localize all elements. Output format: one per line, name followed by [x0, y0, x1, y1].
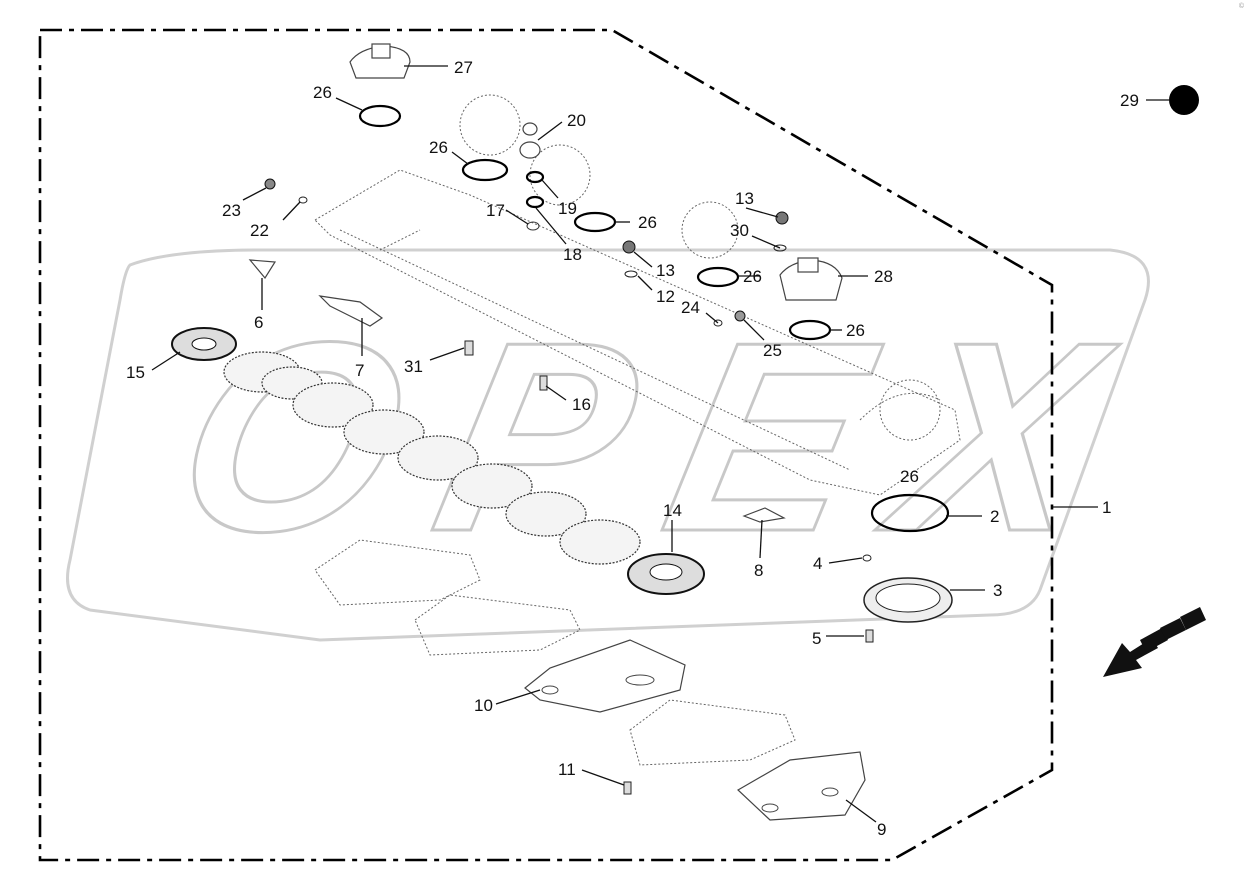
callout-29: 29 [1120, 91, 1139, 110]
small-parts [248, 104, 953, 795]
callout-2: 2 [990, 507, 999, 526]
callout-28: 28 [874, 267, 893, 286]
callout-13b: 13 [735, 189, 754, 208]
callout-4: 4 [813, 554, 822, 573]
watermark-logo: OPEX [66, 248, 1150, 642]
callout-31: 31 [404, 357, 423, 376]
callout-20: 20 [567, 111, 586, 130]
callout-23: 23 [222, 201, 241, 220]
callout-10: 10 [474, 696, 493, 715]
gear-train [171, 327, 705, 595]
callout-12: 12 [656, 287, 675, 306]
assembly-boundary [38, 28, 1054, 862]
callout-14: 14 [663, 501, 682, 520]
callout-1: 1 [1102, 498, 1111, 517]
watermark-text: OPEX [155, 286, 1133, 588]
corner-mark: © [1238, 3, 1244, 10]
callout-15: 15 [126, 363, 145, 382]
callout-22: 22 [250, 221, 269, 240]
callout-25: 25 [763, 341, 782, 360]
callout-26a: 26 [313, 83, 332, 102]
callout-18: 18 [563, 245, 582, 264]
callout-5: 5 [812, 629, 821, 648]
skid-plate-9 [736, 751, 866, 821]
callout-26b: 26 [429, 138, 448, 157]
callout-6: 6 [254, 313, 263, 332]
callout-26f: 26 [900, 467, 919, 486]
callout-26d: 26 [743, 267, 762, 286]
direction-arrow-icon [1103, 607, 1206, 677]
cutter-bar-frame [314, 94, 961, 496]
callout-17: 17 [486, 201, 505, 220]
callout-27: 27 [454, 58, 473, 77]
drum-housings [349, 43, 843, 301]
callout-11: 11 [558, 760, 576, 779]
callout-3: 3 [993, 581, 1002, 600]
callout-30: 30 [730, 221, 749, 240]
callout-24: 24 [681, 298, 700, 317]
callout-labels: 1 2 3 4 5 6 7 8 9 10 11 12 13 13 14 15 1… [126, 58, 1139, 839]
callout-26c: 26 [638, 213, 657, 232]
callout-16: 16 [572, 395, 591, 414]
leader-lines [151, 65, 1170, 823]
callout-19: 19 [558, 199, 577, 218]
callout-7: 7 [355, 361, 364, 380]
part-29-dot [1169, 85, 1199, 115]
callout-26e: 26 [846, 321, 865, 340]
skid-plate-10 [524, 639, 686, 713]
callout-13a: 13 [656, 261, 675, 280]
callout-9: 9 [877, 820, 886, 839]
skid-plates [314, 539, 866, 821]
callout-8: 8 [754, 561, 763, 580]
